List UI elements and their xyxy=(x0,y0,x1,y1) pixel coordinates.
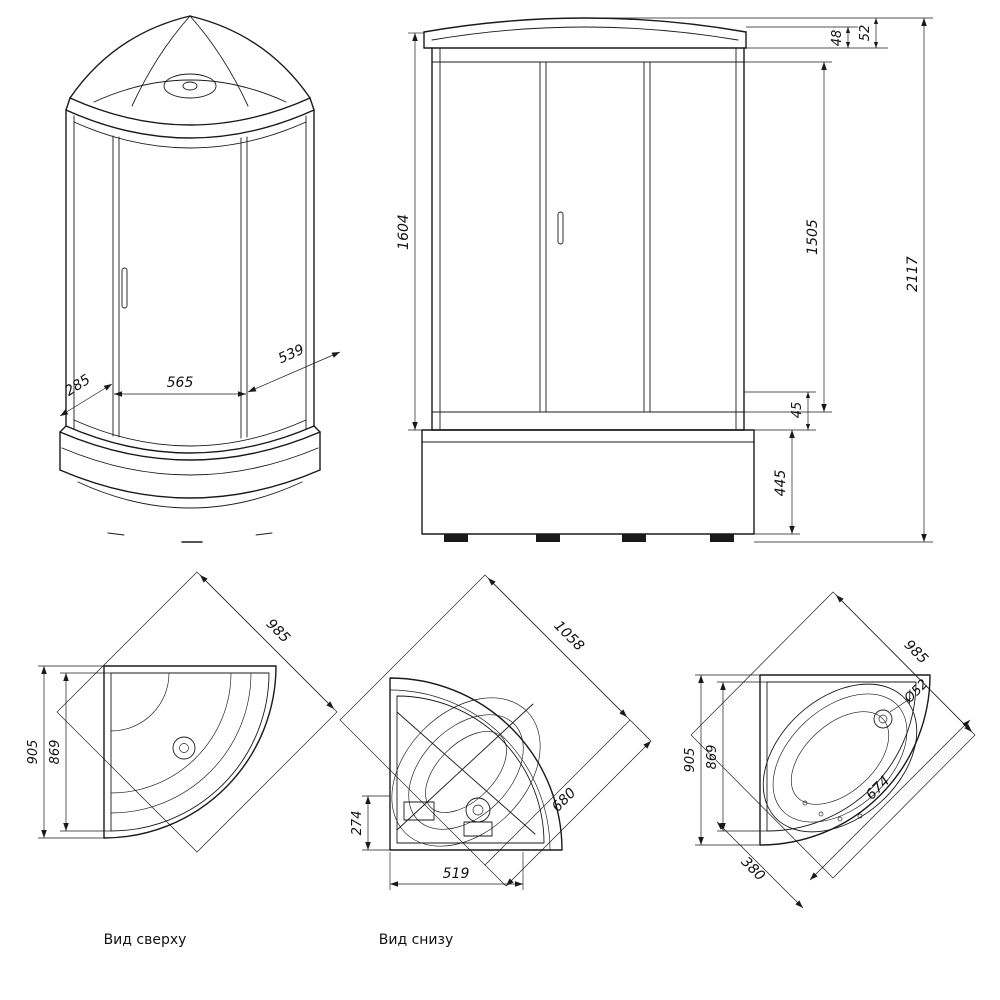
dim-680-label: 680 xyxy=(549,785,579,815)
drain xyxy=(172,736,196,760)
foot xyxy=(444,534,468,542)
dimension-445: 445 xyxy=(754,430,800,535)
tray-outline xyxy=(759,674,931,846)
tray-underside xyxy=(389,677,563,851)
dimension-48: 48 xyxy=(746,26,858,48)
foot xyxy=(536,534,560,542)
dimension-envelope xyxy=(690,591,976,879)
front-view-drawing: 1604 1505 52 48 45 445 xyxy=(396,17,933,543)
dim-539-label: 539 xyxy=(276,342,307,368)
jet xyxy=(802,800,808,806)
dimension-45: 45 xyxy=(744,391,816,431)
cabin-body xyxy=(65,109,315,447)
mounting-bracket xyxy=(403,801,435,821)
jet xyxy=(837,816,843,822)
foot xyxy=(622,534,646,542)
dim-869-label: 869 xyxy=(48,740,63,765)
dimension-1058: 1058 xyxy=(487,577,628,718)
dim-285-label: 285 xyxy=(62,372,93,400)
dimension-985: 985 xyxy=(199,574,335,710)
cabin-base xyxy=(59,425,321,543)
dimension-680: 680 xyxy=(484,719,652,887)
dimension-envelope xyxy=(339,574,631,866)
tray-top-view-drawing: Ø52 985 905 869 674 380 xyxy=(683,591,976,909)
dimension-985: 985 xyxy=(835,594,973,733)
drain-trap xyxy=(403,797,493,837)
cabin-front xyxy=(431,47,745,431)
dimension-1505: 1505 xyxy=(744,61,832,413)
drain: Ø52 xyxy=(873,677,931,729)
dim-565-label: 565 xyxy=(167,375,194,391)
dimension-285: 285 xyxy=(59,372,113,417)
dimension-565: 565 xyxy=(114,375,246,397)
dim-445-label: 445 xyxy=(773,470,789,497)
dimension-674: 674 xyxy=(809,719,971,881)
dim-1058-label: 1058 xyxy=(551,618,588,655)
dim-869-label: 869 xyxy=(705,745,720,770)
dim-905-label: 905 xyxy=(26,740,41,765)
dim-1505-label: 1505 xyxy=(805,219,821,255)
dimension-2117: 2117 xyxy=(754,18,933,543)
roof xyxy=(423,17,747,49)
dimension-52: 52 xyxy=(585,17,933,49)
dim-674-label: 674 xyxy=(863,773,893,803)
dimension-274: 274 xyxy=(350,795,390,851)
dim-985-label: 985 xyxy=(901,637,931,667)
dim-diameter-label: Ø52 xyxy=(901,677,931,707)
roof-vent-icon xyxy=(163,73,217,99)
dimension-869: 869 xyxy=(48,672,111,832)
dim-380-label: 380 xyxy=(738,854,768,884)
dimension-869: 869 xyxy=(705,681,767,832)
dim-1604-label: 1604 xyxy=(396,214,412,250)
bottom-view-drawing: 1058 274 519 680 xyxy=(339,574,652,890)
dimension-1604: 1604 xyxy=(396,32,432,431)
base-tray xyxy=(421,429,755,542)
cabin-roof xyxy=(65,15,315,139)
dim-519-label: 519 xyxy=(443,866,470,882)
jet xyxy=(818,811,824,817)
top-view-caption: Вид сверху xyxy=(103,932,187,948)
door-handle xyxy=(557,211,564,245)
dim-905-label: 905 xyxy=(683,748,698,773)
perspective-view-drawing: 565 285 539 xyxy=(59,15,341,543)
dim-52-label: 52 xyxy=(858,25,873,42)
tray-outline xyxy=(103,665,277,839)
foot xyxy=(710,534,734,542)
dim-45-label: 45 xyxy=(790,402,805,419)
dimension-905: 905 xyxy=(26,665,104,839)
dim-48-label: 48 xyxy=(830,30,845,47)
dim-274-label: 274 xyxy=(350,811,365,836)
dim-2117-label: 2117 xyxy=(905,256,921,292)
dimension-905: 905 xyxy=(683,674,760,846)
top-view-drawing: 985 905 869 xyxy=(26,571,338,853)
door-handle xyxy=(121,267,128,309)
bottom-view-caption: Вид снизу xyxy=(378,932,454,948)
dimension-519: 519 xyxy=(389,852,524,890)
dimension-539: 539 xyxy=(247,342,341,393)
